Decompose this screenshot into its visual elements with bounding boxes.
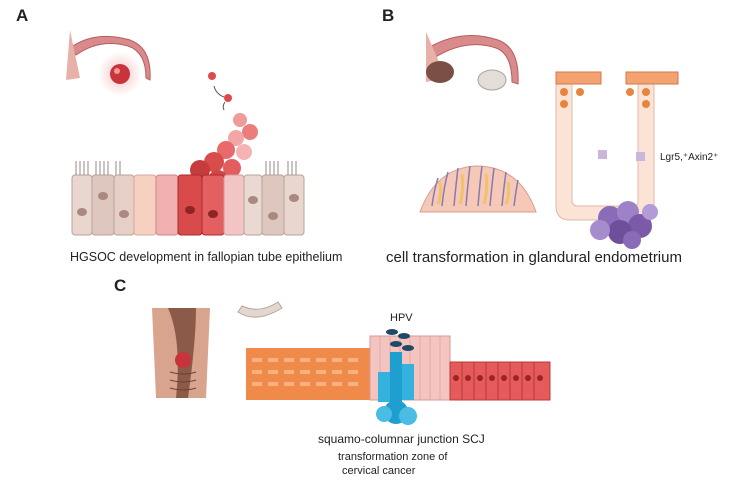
panel-b-illustration bbox=[419, 32, 679, 249]
hpv-particles bbox=[386, 329, 414, 351]
fallopian-tube-icon bbox=[66, 30, 151, 96]
squamous-epithelium bbox=[246, 348, 370, 400]
panel-c-caption-line2: transformation zone of bbox=[338, 451, 448, 463]
stem-cell-marker bbox=[598, 150, 607, 159]
cervix-icon bbox=[152, 308, 210, 398]
panel-label-c: C bbox=[114, 276, 127, 295]
panel-c-caption-line3: cervical cancer bbox=[342, 465, 416, 477]
endometrial-gland bbox=[555, 71, 679, 221]
shed-cell bbox=[224, 94, 232, 102]
uterus-ovary-icon bbox=[426, 32, 519, 91]
stem-cell-marker bbox=[636, 152, 645, 161]
panel-b-caption: cell transformation in glandural endomet… bbox=[386, 249, 682, 266]
stem-marker-label: Lgr5,⁺Axin2⁺ bbox=[660, 152, 719, 163]
fallopian-epithelium bbox=[71, 161, 305, 236]
panel-a-illustration bbox=[66, 30, 305, 236]
panel-label-b: B bbox=[382, 6, 395, 25]
ovarian-tumor-icon bbox=[110, 64, 130, 84]
endometrial-tumor-cluster bbox=[590, 201, 658, 249]
hpv-label: HPV bbox=[390, 312, 413, 324]
panel-c-caption-line1: squamo-columnar junction SCJ bbox=[318, 432, 485, 446]
panel-a-caption: HGSOC development in fallopian tube epit… bbox=[70, 250, 343, 264]
shed-cell bbox=[208, 72, 216, 80]
ovary-fragment-icon bbox=[237, 301, 283, 318]
panel-label-a: A bbox=[16, 6, 29, 25]
cervical-tumor-icon bbox=[175, 352, 191, 368]
columnar-epithelium bbox=[449, 361, 551, 401]
panel-c-illustration bbox=[152, 301, 551, 425]
endometrium-tissue bbox=[419, 165, 537, 213]
hpv-infected-cells bbox=[376, 352, 417, 425]
